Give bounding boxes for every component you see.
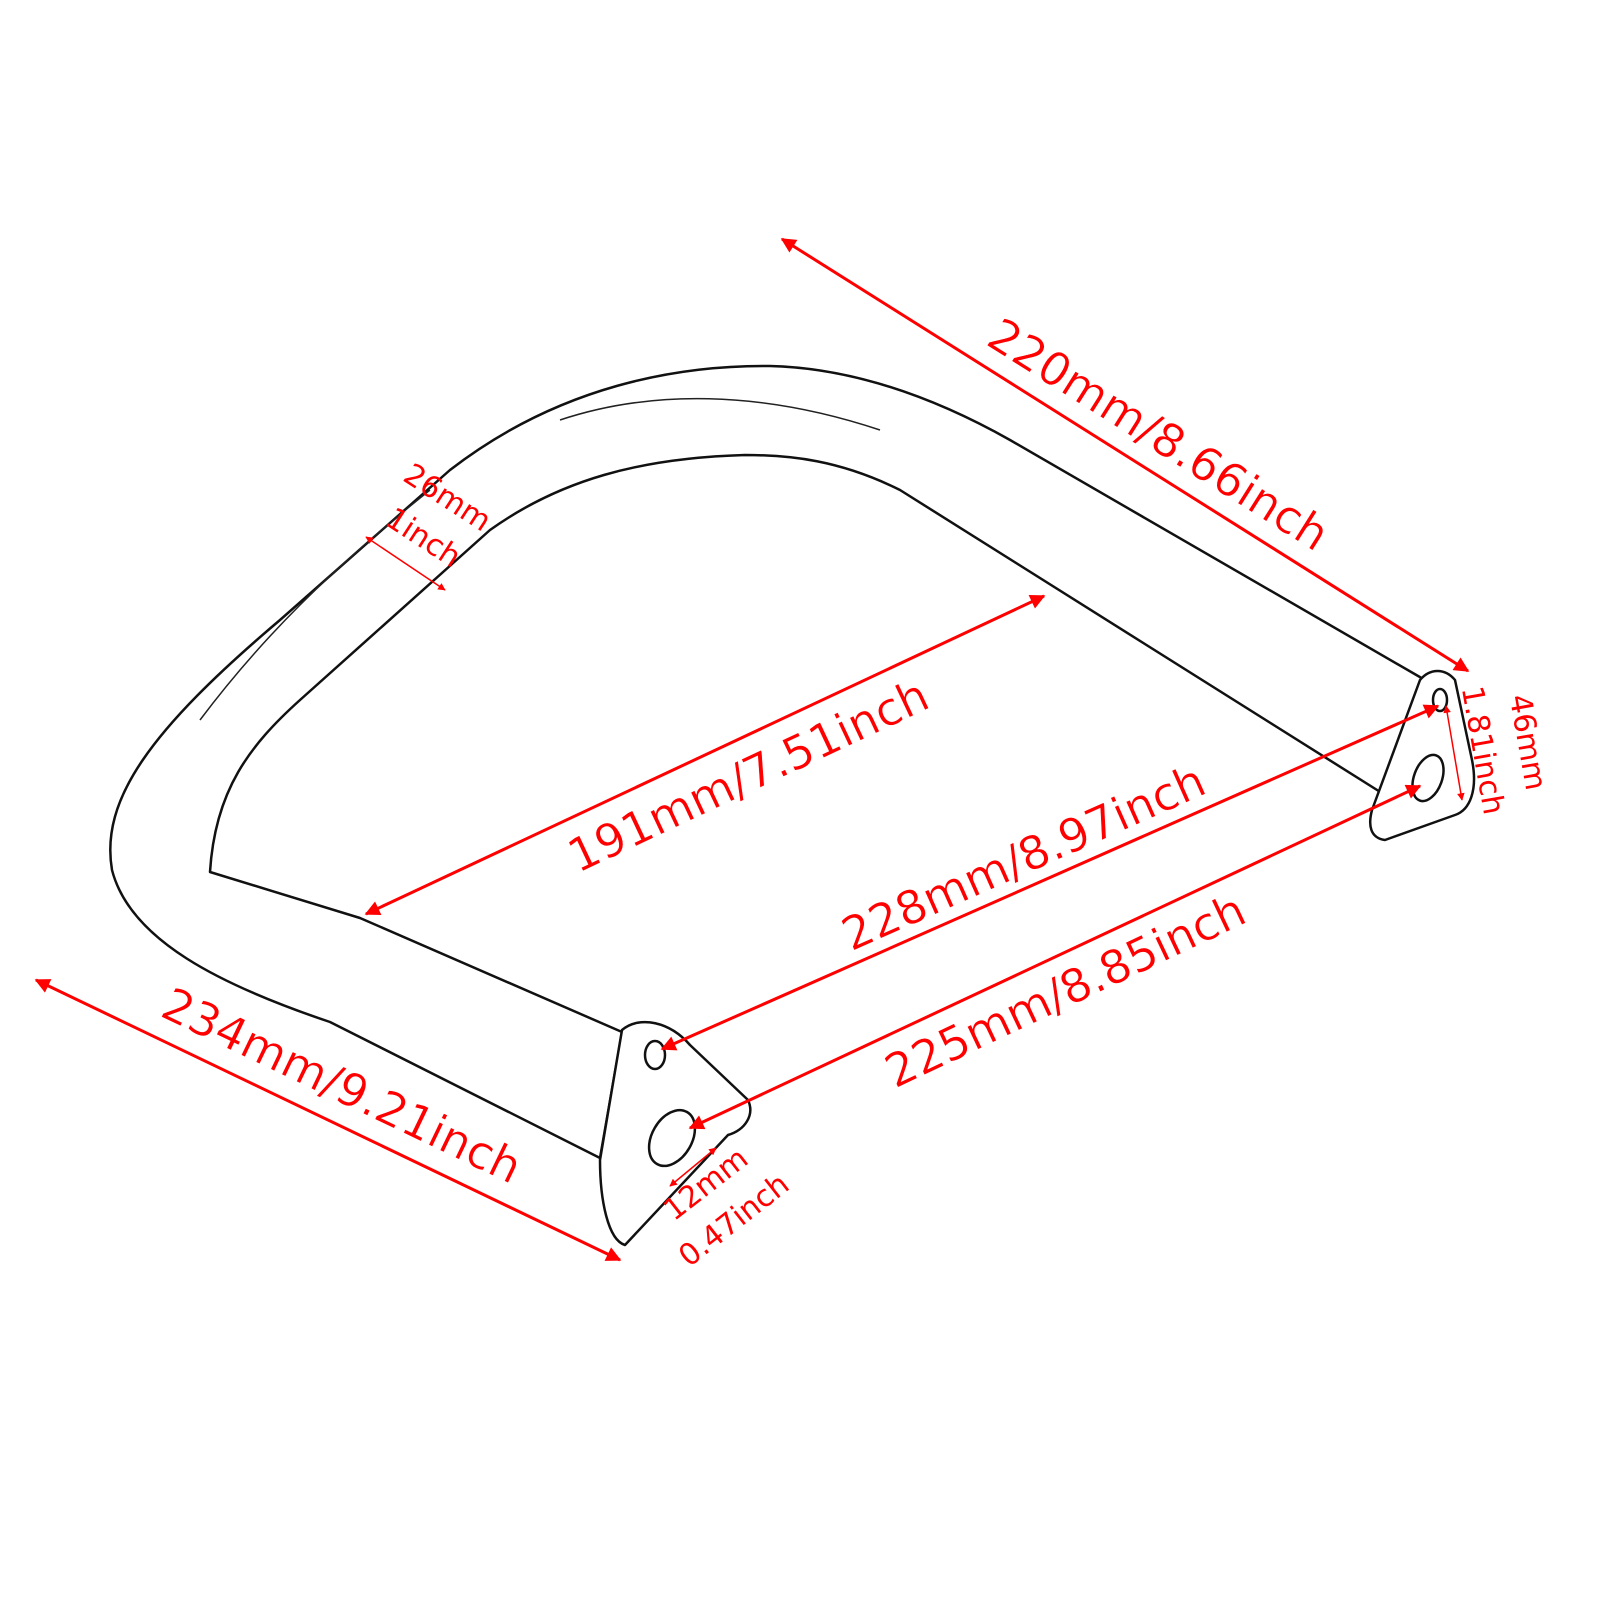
lower-hole-span-arrow xyxy=(688,784,1422,1130)
left-plate-small-hole xyxy=(643,1039,667,1071)
top-length-arrow xyxy=(780,237,1470,673)
hole-diameter-arrow xyxy=(669,1147,717,1187)
plate-height-mm-label: 46mm xyxy=(1502,692,1553,793)
tube-diameter-arrow xyxy=(365,536,446,591)
plate-height-arrow xyxy=(1443,705,1465,801)
inner-width-label: 191mm/7.51inch xyxy=(559,668,936,884)
bottom-length-arrow xyxy=(34,978,622,1262)
